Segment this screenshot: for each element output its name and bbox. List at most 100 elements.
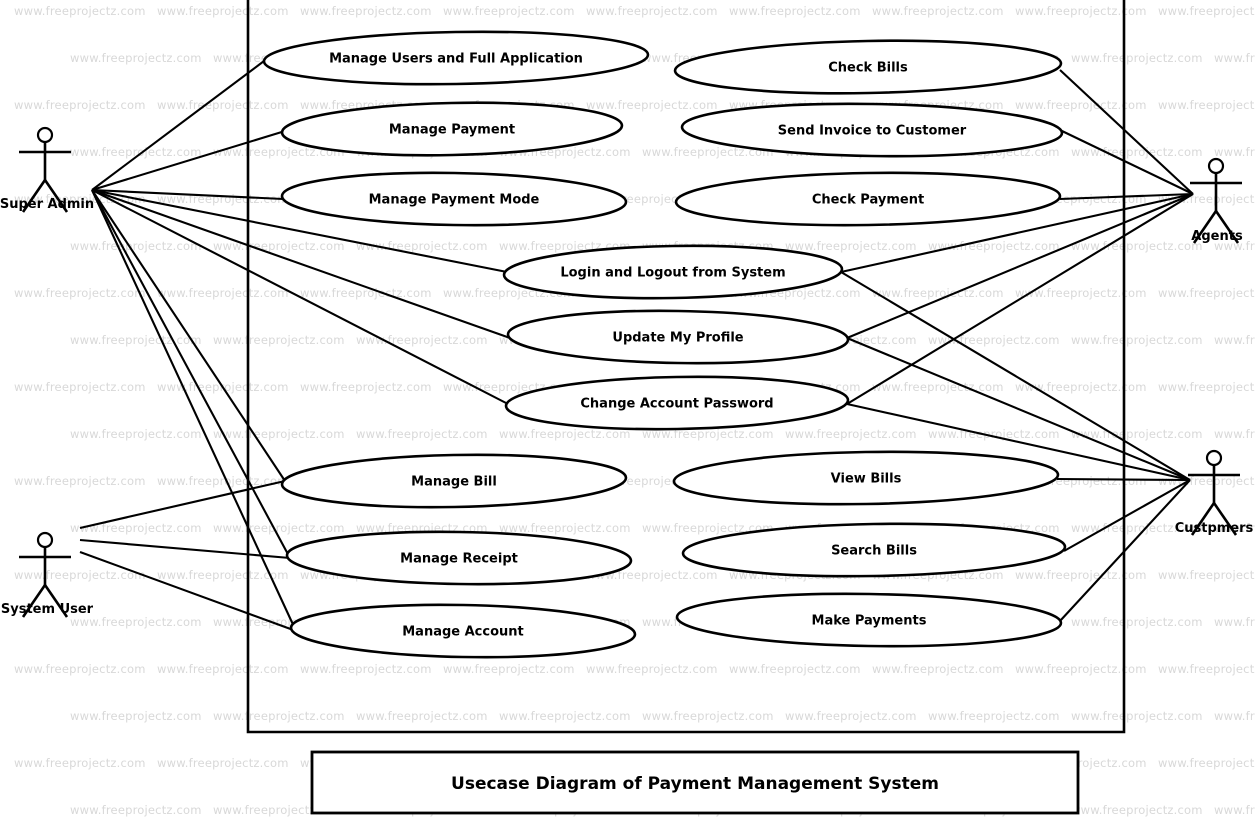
- usecase-label-manage-account: Manage Account: [402, 625, 524, 640]
- usecase-label-check-payment: Check Payment: [812, 193, 924, 208]
- watermark-text: www.freeprojectz.com: [1071, 803, 1203, 817]
- actor-label-system-user: System User: [1, 602, 94, 617]
- usecase-label-view-bills: View Bills: [831, 472, 902, 487]
- watermark-text: www.freeprojectz.com: [14, 474, 146, 488]
- watermark-text: www.freeprojectz.com: [14, 380, 146, 394]
- watermark-text: www.freeprojectz.com: [499, 709, 631, 723]
- usecase-ellipse-check-bills[interactable]: [673, 37, 1063, 96]
- usecase-ellipse-view-bills[interactable]: [672, 449, 1060, 508]
- association-line-system-user-to-manage-receipt: [79, 538, 291, 560]
- usecase-check-bills[interactable]: Check Bills: [673, 37, 1063, 96]
- usecase-send-invoice-to-customer[interactable]: Send Invoice to Customer: [680, 101, 1064, 159]
- watermark-text: www.freeprojectz.com: [1158, 4, 1255, 18]
- watermark-text: www.freeprojectz.com: [70, 521, 202, 535]
- association-line-customers-to-make-payments: [1059, 479, 1191, 622]
- association-line-customers-to-search-bills: [1063, 479, 1191, 552]
- watermark-text: www.freeprojectz.com: [642, 427, 774, 441]
- watermark-text: www.freeprojectz.com: [928, 709, 1060, 723]
- watermark-text: www.freeprojectz.com: [1158, 568, 1255, 582]
- actor-head-icon-agents: [1207, 157, 1225, 175]
- watermark-text: www.freeprojectz.com: [1214, 239, 1255, 253]
- usecase-ellipse-update-my-profile[interactable]: [506, 308, 850, 365]
- usecase-label-change-account-password: Change Account Password: [580, 397, 773, 412]
- usecase-ellipse-make-payments[interactable]: [675, 591, 1063, 649]
- usecase-ellipse-login-and-logout-from-system[interactable]: [502, 243, 844, 301]
- usecase-manage-users-full-application[interactable]: Manage Users and Full Application: [262, 29, 650, 88]
- watermark-text: www.freeprojectz.com: [14, 286, 146, 300]
- watermark-text: www.freeprojectz.com: [213, 145, 345, 159]
- actor-super-admin[interactable]: Super Admin: [0, 126, 94, 213]
- watermark-text: www.freeprojectz.com: [1158, 286, 1255, 300]
- actor-leg-left-customers: [1190, 502, 1216, 536]
- usecase-make-payments[interactable]: Make Payments: [675, 591, 1063, 649]
- association-line-agents-to-send-invoice-to-customer: [1061, 130, 1194, 195]
- diagram-title-text: Usecase Diagram of Payment Management Sy…: [451, 774, 939, 794]
- usecase-ellipse-manage-bill[interactable]: [280, 452, 628, 511]
- watermark-text: www.freeprojectz.com: [213, 521, 345, 535]
- watermark-text: www.freeprojectz.com: [213, 427, 345, 441]
- watermark-text: www.freeprojectz.com: [1158, 662, 1255, 676]
- usecase-ellipse-manage-payment[interactable]: [280, 99, 624, 158]
- watermark-text: www.freeprojectz.com: [872, 4, 1004, 18]
- watermark-text: www.freeprojectz.com: [356, 427, 488, 441]
- watermark-text: www.freeprojectz.com: [14, 4, 146, 18]
- usecase-label-update-my-profile: Update My Profile: [612, 331, 743, 346]
- actor-label-customers: Custpmers: [1175, 521, 1254, 536]
- watermark-text: www.freeprojectz.com: [1015, 568, 1147, 582]
- usecase-ellipse-send-invoice-to-customer[interactable]: [680, 101, 1064, 159]
- usecase-update-my-profile[interactable]: Update My Profile: [506, 308, 850, 365]
- usecase-manage-payment-mode[interactable]: Manage Payment Mode: [280, 170, 628, 228]
- watermark-text: www.freeprojectz.com: [785, 239, 917, 253]
- watermark-text: www.freeprojectz.com: [928, 239, 1060, 253]
- watermark-text: www.freeprojectz.com: [356, 709, 488, 723]
- usecase-manage-receipt[interactable]: Manage Receipt: [285, 529, 633, 586]
- watermark-text: www.freeprojectz.com: [14, 568, 146, 582]
- watermark-text: www.freeprojectz.com: [300, 4, 432, 18]
- watermark-text: www.freeprojectz.com: [729, 662, 861, 676]
- watermark-text: www.freeprojectz.com: [70, 51, 202, 65]
- association-line-super-admin-to-login-and-logout-from-system: [91, 188, 508, 274]
- usecase-ellipse-manage-users-full-application[interactable]: [262, 29, 650, 88]
- usecase-ellipse-manage-payment-mode[interactable]: [280, 170, 628, 228]
- actor-system-user[interactable]: System User: [1, 531, 94, 618]
- watermark-text: www.freeprojectz.com: [70, 709, 202, 723]
- watermark-text: www.freeprojectz.com: [872, 286, 1004, 300]
- association-lines-layer: [79, 57, 1194, 632]
- watermark-text: www.freeprojectz.com: [1214, 709, 1255, 723]
- actor-leg-left-agents: [1192, 210, 1218, 244]
- watermark-text: www.freeprojectz.com: [1214, 333, 1255, 347]
- actor-agents[interactable]: Agents: [1190, 157, 1243, 244]
- usecase-label-send-invoice-to-customer: Send Invoice to Customer: [778, 124, 967, 139]
- usecase-view-bills[interactable]: View Bills: [672, 449, 1060, 508]
- usecase-ellipse-change-account-password[interactable]: [504, 374, 850, 432]
- usecase-change-account-password[interactable]: Change Account Password: [504, 374, 850, 432]
- usecase-login-and-logout-from-system[interactable]: Login and Logout from System: [502, 243, 844, 301]
- usecase-manage-payment[interactable]: Manage Payment: [280, 99, 624, 158]
- usecase-ellipse-search-bills[interactable]: [681, 521, 1067, 580]
- watermark-text: www.freeprojectz.com: [1015, 4, 1147, 18]
- watermark-text: www.freeprojectz.com: [1071, 145, 1203, 159]
- watermark-text: www.freeprojectz.com: [70, 803, 202, 817]
- usecase-ellipse-manage-account[interactable]: [289, 602, 637, 661]
- usecase-check-payment[interactable]: Check Payment: [674, 170, 1062, 228]
- usecase-manage-bill[interactable]: Manage Bill: [280, 452, 628, 511]
- usecase-label-search-bills: Search Bills: [831, 544, 917, 559]
- usecase-search-bills[interactable]: Search Bills: [681, 521, 1067, 580]
- usecase-label-manage-receipt: Manage Receipt: [400, 552, 518, 567]
- usecase-ellipse-check-payment[interactable]: [674, 170, 1062, 228]
- actor-customers[interactable]: Custpmers: [1175, 449, 1254, 536]
- usecase-manage-account[interactable]: Manage Account: [289, 602, 637, 661]
- actor-leg-right-customers: [1212, 502, 1238, 536]
- actor-label-super-admin: Super Admin: [0, 197, 94, 212]
- usecase-ellipse-manage-receipt[interactable]: [285, 529, 633, 586]
- watermark-text: www.freeprojectz.com: [14, 192, 146, 206]
- actor-head-icon-customers: [1205, 449, 1223, 467]
- watermark-text: www.freeprojectz.com: [157, 474, 289, 488]
- watermark-text: www.freeprojectz.com: [213, 709, 345, 723]
- watermark-text: www.freeprojectz.com: [157, 662, 289, 676]
- association-line-super-admin-to-update-my-profile: [91, 189, 511, 339]
- watermark-text: www.freeprojectz.com: [499, 427, 631, 441]
- watermark-text: www.freeprojectz.com: [1071, 51, 1203, 65]
- watermark-text: www.freeprojectz.com: [157, 756, 289, 770]
- watermark-text: www.freeprojectz.com: [928, 427, 1060, 441]
